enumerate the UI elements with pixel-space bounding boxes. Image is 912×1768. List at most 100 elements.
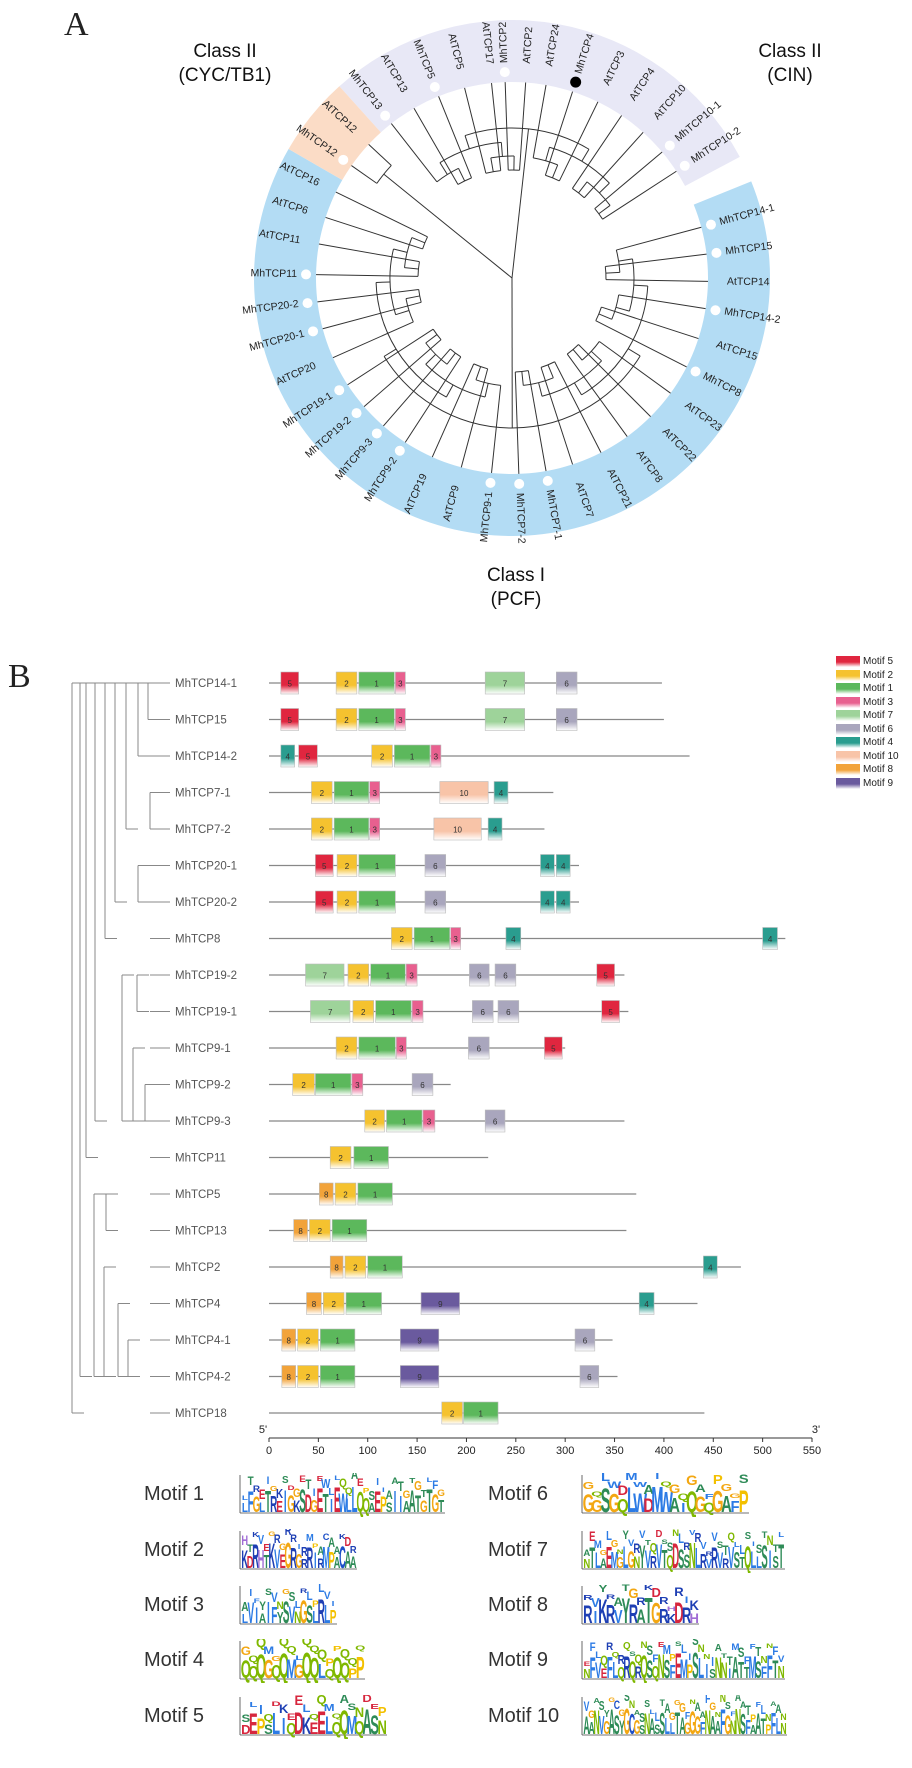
- motif-box: [334, 1182, 357, 1206]
- logo-letter: N: [780, 1712, 786, 1722]
- motif-number: 3: [399, 1045, 404, 1054]
- logo-letter: G: [264, 1655, 274, 1683]
- class-ii-cin-label: Class II (CIN): [740, 40, 840, 88]
- logo-letter: T: [622, 1584, 630, 1593]
- logo-letter: D: [643, 1494, 654, 1517]
- tree-branch: [566, 353, 628, 437]
- logo-letter: Q: [356, 1487, 364, 1517]
- logo-letter: R: [306, 1541, 313, 1573]
- logo-letter: Y: [599, 1584, 608, 1594]
- logo-letter: K: [644, 1584, 654, 1592]
- gene-name: MhTCP20-2: [175, 897, 237, 909]
- motif-box: [309, 1219, 331, 1242]
- motif-box: [292, 1073, 315, 1096]
- tree-branch: [491, 83, 502, 171]
- logo-letter: E: [374, 1485, 381, 1517]
- motif-box: [305, 963, 345, 987]
- motif-number: 1: [383, 1264, 388, 1273]
- logo-letter: S: [738, 1644, 745, 1660]
- logo-letter: V: [274, 1545, 280, 1573]
- logo-letter: S: [629, 1650, 636, 1658]
- logo-letter: Q: [340, 1646, 350, 1661]
- logo-letter: N: [672, 1529, 679, 1538]
- tree-branch: [491, 385, 502, 473]
- logo-letter: A: [735, 1695, 742, 1704]
- legend-item: Motif 6: [836, 723, 912, 736]
- tree-branch: [601, 306, 699, 340]
- logo-letter: M: [346, 1711, 357, 1739]
- motif-number: 8: [312, 1300, 317, 1309]
- logo-letter: V: [258, 1534, 265, 1548]
- tree-branch-arc: [595, 306, 602, 321]
- motif-number: 5: [603, 972, 608, 981]
- tree-branch: [425, 354, 436, 365]
- logo-letter: E: [658, 1640, 665, 1649]
- tree-branch: [460, 368, 489, 468]
- motif-number: 4: [511, 935, 516, 944]
- panel-b-letter: B: [8, 658, 31, 695]
- logo-letter: R: [317, 1555, 324, 1572]
- motif-box: [322, 1292, 345, 1315]
- logo-letter: S: [241, 1712, 250, 1725]
- logo-letter: P: [348, 1666, 357, 1682]
- logo-letter: N: [583, 1668, 590, 1682]
- logo-letter: E: [357, 1478, 364, 1490]
- tree-branch: [521, 371, 524, 386]
- motif-number: 2: [344, 1045, 349, 1054]
- logo-letter: T: [427, 1484, 433, 1517]
- motif-box: [394, 744, 431, 768]
- logo-letter: N: [355, 1704, 364, 1720]
- logo-letter: S: [659, 1707, 665, 1739]
- tree-branch-arc: [485, 170, 501, 174]
- motif-number: 4: [499, 789, 504, 798]
- logo-letter: S: [646, 1642, 653, 1658]
- tree-branch-arc: [457, 177, 472, 185]
- tree-branch: [446, 352, 456, 365]
- tree-branch-arc: [572, 188, 585, 199]
- class-i-pcf-line2: (PCF): [490, 589, 542, 610]
- logo-letter: Y: [619, 1717, 625, 1739]
- tree-branch-arc: [628, 258, 635, 312]
- logo-letter: R: [583, 1594, 593, 1603]
- motif-box: [367, 1255, 403, 1279]
- logo-letter: Q: [256, 1639, 267, 1650]
- motif-box: [450, 927, 461, 950]
- logo-letter: F: [590, 1651, 596, 1683]
- logo-letter: L: [295, 1600, 301, 1611]
- logo-letter: N: [277, 1601, 284, 1612]
- tree-branch: [590, 350, 602, 362]
- logo-letter: S: [709, 1668, 716, 1682]
- logo-letter: Q: [325, 1666, 335, 1681]
- leaf-label: MhTCP7-2: [514, 493, 528, 544]
- tree-branch: [318, 243, 420, 263]
- motif-box: [281, 1365, 296, 1388]
- logo-letter: L: [670, 1720, 676, 1737]
- logo-letter: R: [285, 1529, 292, 1539]
- pcf-clade-band: [254, 149, 771, 537]
- motif-number: 1: [335, 1337, 340, 1346]
- logo-letter: E: [317, 1705, 326, 1739]
- tree-branch: [347, 328, 434, 386]
- leaf-marker: [301, 269, 312, 280]
- tree-branch: [547, 364, 554, 378]
- leaf-label: MhTCP9-1: [478, 491, 495, 543]
- motif-number: 4: [561, 862, 566, 871]
- logo-letter: R: [252, 1539, 259, 1573]
- leaf-label: MhTCP15: [725, 240, 774, 258]
- motif-number: 3: [434, 753, 439, 762]
- motif-number: 2: [344, 716, 349, 725]
- motif-box: [638, 1292, 655, 1315]
- motif-number: 2: [331, 1300, 336, 1309]
- motif-box: [358, 708, 395, 731]
- logo-letter: L: [295, 1655, 303, 1662]
- logo-letter: T: [305, 1476, 311, 1492]
- logo-letter: L: [695, 1544, 701, 1573]
- motif-number: 3: [398, 716, 403, 725]
- logo-letter: S: [348, 1703, 357, 1712]
- logo-letter: S: [639, 1723, 645, 1737]
- logo-letter: A: [350, 1553, 357, 1571]
- motif-number: 4: [545, 862, 550, 871]
- logo-letter: A: [721, 1493, 732, 1517]
- motif-number: 1: [402, 1118, 407, 1127]
